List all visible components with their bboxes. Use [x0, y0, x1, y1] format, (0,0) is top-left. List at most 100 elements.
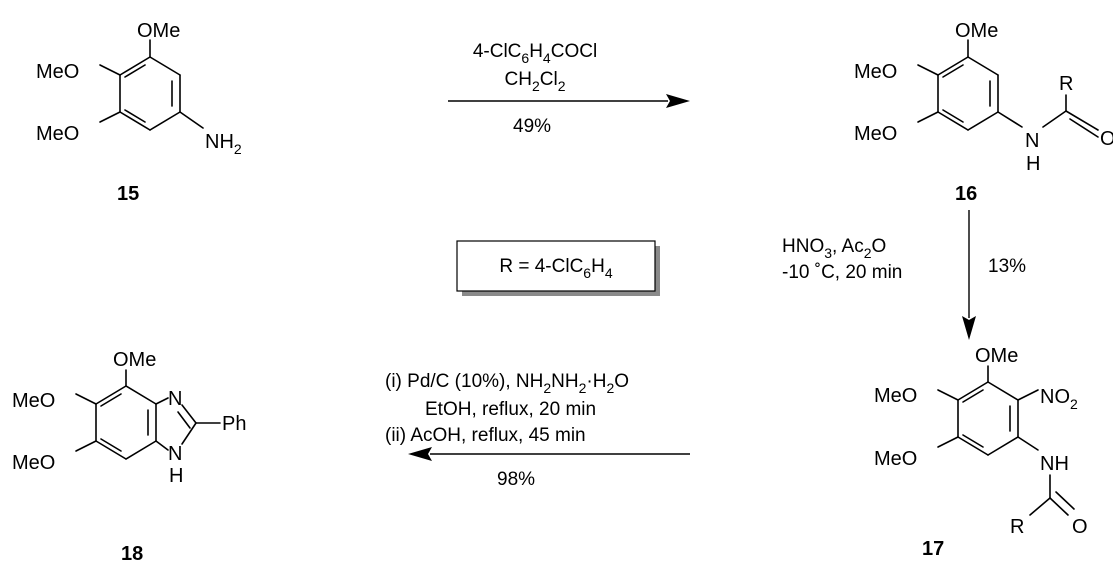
ome-label: OMe: [975, 345, 1018, 367]
compound-18: OMe MeO MeO N N H Ph 18: [12, 349, 246, 564]
meo-label: MeO: [12, 452, 55, 474]
amine-label: NH2: [205, 131, 242, 157]
bond: [1065, 110, 1099, 131]
r-group-label: R: [1010, 516, 1024, 538]
bond: [75, 440, 97, 452]
arrow-head-icon: [666, 94, 690, 108]
bond: [119, 111, 151, 131]
bond: [937, 389, 959, 401]
bond: [1017, 436, 1039, 451]
bond: [155, 440, 169, 451]
bond: [962, 389, 984, 403]
ome-label: OMe: [955, 20, 998, 42]
nh-hydrogen-label: H: [169, 465, 183, 487]
meo-label: MeO: [854, 61, 897, 83]
bond: [967, 111, 999, 131]
bond: [1049, 497, 1069, 516]
bond: [937, 111, 969, 131]
bond: [99, 64, 121, 76]
meo-label: MeO: [874, 385, 917, 407]
compound-number: 18: [121, 543, 143, 564]
r-group-label: R: [1059, 73, 1073, 95]
bond: [95, 385, 127, 405]
bond: [937, 56, 969, 76]
hydrogen-label: H: [1026, 153, 1040, 175]
bond: [100, 393, 122, 407]
bond: [75, 393, 97, 405]
ring-nitrogen-label: N: [168, 388, 182, 410]
bond: [119, 56, 151, 76]
r-definition-box: R = 4-ClC6H4: [456, 240, 660, 296]
r-definition-label: R = 4-ClC6H4: [499, 256, 612, 281]
step-1: 4-ClC6H4COCl CH2Cl2 49%: [448, 41, 690, 137]
bond: [967, 56, 999, 76]
ome-label: OMe: [137, 20, 180, 42]
compound-number: 17: [922, 538, 944, 560]
compound-16: OMe MeO MeO N H R O 16: [854, 20, 1113, 205]
conditions-line-3: (ii) AcOH, reflux, 45 min: [385, 425, 586, 446]
bond: [917, 111, 939, 123]
nitro-label: NO2: [1040, 386, 1078, 412]
compound-number: 15: [117, 183, 139, 205]
bond: [987, 436, 1019, 456]
box-border: [456, 240, 656, 292]
bond: [181, 404, 197, 424]
yield-label: 13%: [988, 256, 1026, 277]
bond: [125, 440, 157, 460]
yield-label: 49%: [513, 116, 551, 137]
arrow-head-icon: [962, 316, 976, 340]
meo-label: MeO: [874, 448, 917, 470]
bond: [124, 109, 146, 123]
conditions-line-1: (i) Pd/C (10%), NH2NH2·H2O: [385, 371, 629, 396]
bond: [1055, 491, 1075, 510]
bond: [99, 111, 121, 123]
bond: [125, 385, 157, 405]
bond: [942, 109, 964, 123]
conditions-label: -10 ˚C, 20 min: [782, 262, 902, 283]
bond: [149, 56, 181, 76]
bond: [149, 111, 181, 131]
reagent-label: 4-ClC6H4COCl: [473, 41, 597, 66]
bond: [962, 434, 984, 448]
step-2: HNO3, Ac2O -10 ˚C, 20 min 13%: [782, 210, 1026, 340]
reagent-label: HNO3, Ac2O: [782, 236, 886, 261]
oxygen-label: O: [1072, 516, 1088, 538]
bond: [1069, 118, 1099, 138]
compound-17: OMe MeO MeO NO2 NH R O 17: [874, 345, 1088, 560]
meo-label: MeO: [36, 123, 79, 145]
nh-nitrogen-label: N: [168, 443, 182, 465]
yield-label: 98%: [497, 469, 535, 490]
step-3: (i) Pd/C (10%), NH2NH2·H2O EtOH, reflux,…: [385, 371, 690, 490]
bond: [100, 438, 122, 452]
bond: [155, 397, 169, 405]
bond: [997, 111, 1023, 128]
oxygen-label: O: [1100, 128, 1113, 150]
bond: [179, 111, 204, 129]
bond: [1029, 497, 1051, 516]
bond: [917, 64, 939, 76]
arrow-head-icon: [408, 447, 432, 461]
phenyl-label: Ph: [222, 413, 246, 435]
compound-15: OMe MeO MeO NH2 15: [36, 20, 242, 205]
conditions-line-2: EtOH, reflux, 20 min: [425, 399, 596, 420]
bond: [124, 64, 146, 78]
bond: [177, 411, 191, 429]
bond: [937, 436, 959, 448]
bond: [1017, 389, 1039, 401]
meo-label: MeO: [36, 61, 79, 83]
bond: [95, 440, 127, 460]
bond: [957, 381, 989, 401]
bond: [181, 422, 197, 445]
nitrogen-label: N: [1025, 130, 1039, 152]
meo-label: MeO: [12, 390, 55, 412]
box-fill: [457, 241, 655, 291]
nh-label: NH: [1040, 453, 1069, 475]
bond: [942, 64, 964, 78]
solvent-label: CH2Cl2: [505, 69, 566, 94]
bond: [987, 381, 1019, 401]
meo-label: MeO: [854, 123, 897, 145]
bond: [1042, 110, 1067, 128]
bond: [957, 436, 989, 456]
compound-number: 16: [955, 183, 977, 205]
